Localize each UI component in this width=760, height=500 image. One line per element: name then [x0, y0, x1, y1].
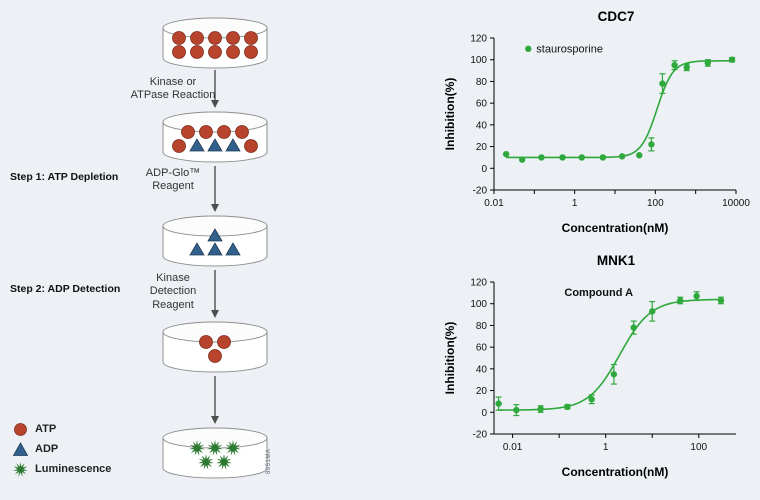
luminescence-burst-icon [12, 461, 29, 478]
dish-atp-regenerated-plate [162, 321, 268, 373]
svg-text:120: 120 [470, 34, 487, 45]
legend-row-luminescence: Luminescence [12, 459, 111, 479]
x-axis-title: Concentration(nM) [562, 221, 669, 235]
y-axis-title: Inhibition(%) [443, 322, 457, 395]
data-point [502, 150, 510, 158]
svg-text:0.01: 0.01 [503, 442, 523, 453]
data-point [518, 156, 526, 163]
data-point [513, 406, 520, 414]
mnk1-dose-response-plot: -20 0 20 40 60 80 100 120 0.01 1 100Concentration(… [443, 278, 736, 479]
data-point [559, 154, 566, 161]
data-point [537, 405, 544, 413]
chart-title: MNK1 [596, 253, 636, 268]
data-point [717, 297, 725, 304]
svg-text:60: 60 [476, 99, 488, 110]
dish-luminescence-plate [162, 427, 268, 479]
plot-area: -20 0 20 40 60 80 100 120 0.01 1 100Concentration(… [443, 278, 736, 479]
legend-marker [525, 45, 532, 53]
data-point [693, 292, 700, 300]
svg-text:40: 40 [476, 364, 488, 375]
arrow-label-kinase-reaction: Kinase or ATPase Reaction [104, 76, 242, 103]
svg-text:100: 100 [470, 55, 487, 66]
data-point [618, 153, 626, 160]
cdc7-dose-response-plot: -20 0 20 40 60 80 100 120 0.01 1 100 10000Concentra… [443, 34, 750, 236]
workflow-arrow [211, 70, 219, 108]
svg-text:1: 1 [603, 442, 609, 453]
data-point [630, 324, 637, 331]
arrow-label-line: Reagent [152, 180, 194, 193]
data-point [683, 64, 690, 71]
svg-text:-20: -20 [473, 430, 488, 441]
workflow-arrow [211, 166, 219, 212]
svg-text:100: 100 [690, 442, 707, 453]
data-point [599, 154, 607, 161]
svg-text:20: 20 [476, 142, 488, 153]
svg-text:40: 40 [476, 120, 488, 131]
dish-adp-only-plate [162, 215, 268, 267]
data-point [578, 154, 585, 161]
workflow-arrow [211, 270, 219, 318]
svg-text:100: 100 [647, 198, 664, 209]
data-point [671, 61, 678, 69]
arrow-label-line: Detection [149, 285, 197, 298]
legend-row-atp: ATP [12, 419, 111, 439]
figure-id-watermark: 8051MA [266, 448, 272, 474]
data-point [588, 396, 595, 403]
data-point [728, 56, 736, 63]
data-point [677, 297, 684, 304]
fit-curve [498, 298, 722, 411]
chart-title: CDC7 [597, 9, 635, 24]
adp-triangle-icon [12, 441, 29, 458]
data-point [636, 152, 643, 159]
svg-text:0: 0 [481, 408, 487, 419]
diagram-legend: ATP ADP Luminescence [12, 419, 111, 479]
data-point [495, 400, 502, 407]
svg-text:-20: -20 [473, 186, 488, 197]
arrow-label-line: Kinase or [149, 76, 197, 88]
svg-text:60: 60 [476, 343, 488, 354]
fit-curve [506, 59, 733, 159]
data-point [610, 371, 618, 378]
data-point [538, 154, 545, 161]
legend-label: ADP [35, 443, 59, 455]
legend-label: ATP [35, 423, 57, 435]
svg-text:120: 120 [470, 278, 487, 289]
data-point [564, 403, 571, 411]
x-axis-title: Concentration(nM) [562, 465, 669, 479]
step-1-atp-depletion-label: Step 1: ATP Depletion [10, 171, 119, 183]
dish-kinase-reaction-plate [162, 111, 268, 163]
legend-row-adp: ADP [12, 439, 111, 459]
legend-label: Luminescence [35, 463, 112, 475]
workflow-arrow [211, 376, 219, 424]
svg-text:80: 80 [476, 77, 488, 88]
step-2-adp-detection-label: Step 2: ADP Detection [10, 283, 121, 295]
data-point [659, 80, 666, 87]
y-axis-title: Inhibition(%) [443, 78, 457, 151]
svg-text:80: 80 [476, 321, 488, 332]
arrow-label-line: ATPase Reaction [130, 89, 216, 102]
svg-text:0.01: 0.01 [484, 198, 504, 209]
arrow-label-adp-glo-reagent: ADP-Glo™ Reagent [104, 167, 242, 194]
data-point [704, 59, 712, 67]
legend-label: staurosporine [536, 43, 603, 55]
svg-text:0: 0 [481, 164, 487, 175]
arrow-label-line: Reagent [152, 298, 194, 311]
arrow-label-kinase-detection-reagent: Kinase Detection Reagent [104, 272, 242, 312]
arrow-label-line: ADP-Glo™ [145, 167, 201, 179]
svg-text:100: 100 [470, 299, 487, 310]
data-point [649, 308, 656, 315]
dish-atp-substrate-plate [162, 17, 268, 69]
data-point [648, 141, 655, 148]
arrow-label-line: Kinase [156, 272, 190, 284]
plot-area: -20 0 20 40 60 80 100 120 0.01 1 100 10000Concentra… [443, 34, 750, 236]
svg-text:1: 1 [572, 198, 578, 209]
svg-text:10000: 10000 [722, 198, 750, 209]
series-annotation: Compound A [564, 287, 633, 299]
svg-text:20: 20 [476, 386, 488, 397]
workflow-graphics [162, 17, 268, 479]
atp-circle-icon [12, 421, 29, 438]
